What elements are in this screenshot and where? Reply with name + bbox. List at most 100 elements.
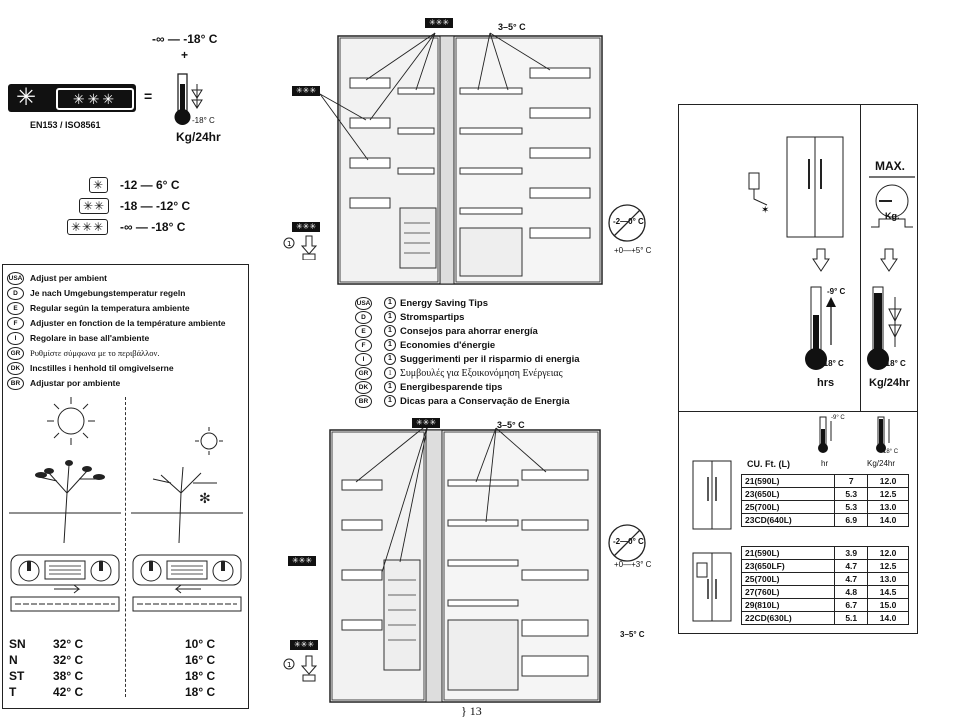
lang-badge-d: D bbox=[355, 310, 372, 324]
climate-class: T bbox=[9, 685, 17, 699]
arrow-down-icon bbox=[812, 248, 830, 272]
info-icon: 1 bbox=[384, 339, 396, 351]
star-box-left-low: ✳✳✳ bbox=[292, 222, 320, 232]
col-kg: Kg/24hr bbox=[869, 377, 910, 389]
freezer-star-badge: ✳ ✳✳✳ bbox=[8, 84, 136, 112]
tip-row: GR 1 Συμβουλές για Εξοικονόμηση Ενέργειας bbox=[355, 366, 563, 380]
climate-hot: 42° C bbox=[53, 685, 84, 699]
table-cell-hrs: 6.7 bbox=[834, 598, 869, 612]
page-number: } 13 bbox=[461, 704, 482, 718]
cold-label-bottom: -2—0° C bbox=[613, 537, 644, 546]
panel-divider bbox=[125, 397, 126, 697]
climate-cold: 10° C bbox=[185, 637, 216, 651]
ambient-text: Ρυθμίστε σύμφωνα με το περιβάλλον. bbox=[30, 348, 160, 358]
table-header-kg: Kg/24hr bbox=[867, 459, 896, 468]
table-cell-hrs: 4.7 bbox=[834, 559, 869, 573]
star-box-left: ✳✳✳ bbox=[292, 86, 320, 96]
lang-badge-gr: GR bbox=[355, 366, 372, 380]
tip-text: Energibesparende tips bbox=[400, 381, 503, 393]
table-cell-model: 22CD(630L) bbox=[740, 611, 836, 625]
climate-class: N bbox=[9, 653, 18, 667]
tip-text: Dicas para a Conservação de Energia bbox=[400, 395, 570, 407]
tip-text: Energy Saving Tips bbox=[400, 297, 488, 309]
star-box-bottom: ✳✳✳ bbox=[412, 418, 440, 428]
star-rating-1-range: -12 — 6° C bbox=[120, 178, 180, 192]
control-dial-warm bbox=[10, 554, 120, 612]
col-hrs: hrs bbox=[817, 377, 835, 389]
lang-badge-i: I bbox=[7, 331, 24, 345]
climate-hot: 32° C bbox=[53, 637, 84, 651]
thermo2-bottom: -18° C bbox=[883, 359, 906, 368]
fridge-plug-illustration: ✶ bbox=[748, 136, 844, 238]
right-panel-hline bbox=[679, 411, 917, 412]
table-cell-kg: 13.0 bbox=[867, 572, 909, 586]
ambient-text: Incstilles i henhold til omgivelserne bbox=[30, 363, 174, 373]
info-icon: 1 bbox=[384, 297, 396, 309]
lang-badge-f: F bbox=[355, 338, 372, 352]
lang-badge-i: I bbox=[355, 352, 372, 366]
standard-label: EN153 / ISO8561 bbox=[30, 120, 101, 130]
cold-label-top: -2—0° C bbox=[613, 217, 644, 226]
right-panel-divider bbox=[860, 105, 861, 411]
table-cell-hrs: 6.9 bbox=[834, 513, 869, 527]
ambient-text: Je nach Umgebungstemperatur regeln bbox=[30, 288, 186, 298]
one-star-icon: ✳ bbox=[89, 177, 109, 193]
climate-class: ST bbox=[9, 669, 25, 683]
table-cell-hrs: 5.1 bbox=[834, 611, 869, 625]
table-cell-hrs: 3.9 bbox=[834, 546, 869, 560]
info-icon: 1 bbox=[384, 353, 396, 365]
table-cell-model: 23(650LF) bbox=[740, 559, 836, 573]
table-cell-hrs: 4.7 bbox=[834, 572, 869, 586]
table-cell-model: 21(590L) bbox=[740, 546, 836, 560]
lang-badge-f: F bbox=[7, 316, 24, 330]
table-cell-kg: 12.0 bbox=[867, 474, 909, 488]
three-star-box-icon: ✳✳✳ bbox=[67, 219, 109, 235]
lang-badge-br: BR bbox=[355, 394, 372, 408]
zone-temp-bottom-low: 3–5° C bbox=[620, 630, 645, 639]
climate-cold: 18° C bbox=[185, 685, 216, 699]
thermo1-top: -9° C bbox=[827, 287, 846, 296]
tip-text: Suggerimenti per il risparmio di energia bbox=[400, 353, 580, 365]
table-header-model: CU. Ft. (L) bbox=[747, 459, 790, 469]
zone-temp-bottom-top: 3–5° C bbox=[497, 420, 525, 430]
scale-icon bbox=[869, 176, 915, 228]
ambient-text: Regular según la temperatura ambiente bbox=[30, 303, 190, 313]
tip-text: Συμβουλές για Εξοικονόμηση Ενέργειας bbox=[400, 367, 563, 379]
lang-badge-e: E bbox=[7, 301, 24, 315]
svg-text:1: 1 bbox=[287, 240, 291, 248]
table-cell-model: 21(590L) bbox=[740, 474, 836, 488]
three-star-icon: ✳✳✳ bbox=[56, 88, 134, 110]
table-cell-model: 27(760L) bbox=[740, 585, 836, 599]
right-panel: ✶ MAX. Kg. -9° C -18° C hrs -18° C Kg/24… bbox=[678, 104, 918, 634]
star-rating-2-range: -18 — -12° C bbox=[120, 199, 191, 213]
table-cell-kg: 15.0 bbox=[867, 598, 909, 612]
info-icon: 1 bbox=[384, 367, 396, 379]
fridge-interior-bottom bbox=[329, 423, 601, 703]
star-box-bottom-low: ✳✳✳ bbox=[290, 640, 318, 650]
star-rating-1: ✳ bbox=[89, 176, 109, 194]
table-cell-hrs: 7 bbox=[834, 474, 869, 488]
star-box-top: ✳✳✳ bbox=[425, 18, 453, 28]
tip-text: Stromspartips bbox=[400, 311, 465, 323]
thermo1-bottom: -18° C bbox=[821, 359, 844, 368]
ambient-text: Adjust per ambient bbox=[30, 273, 107, 283]
no-freeze-icon bbox=[608, 204, 646, 242]
ambient-text: Adjuster en fonction de la température a… bbox=[30, 318, 226, 328]
table-cell-model: 25(700L) bbox=[740, 572, 836, 586]
table-cell-kg: 12.5 bbox=[867, 559, 909, 573]
thermometer-kg-icon bbox=[867, 286, 902, 370]
fridge-model-a-icon bbox=[692, 460, 732, 530]
